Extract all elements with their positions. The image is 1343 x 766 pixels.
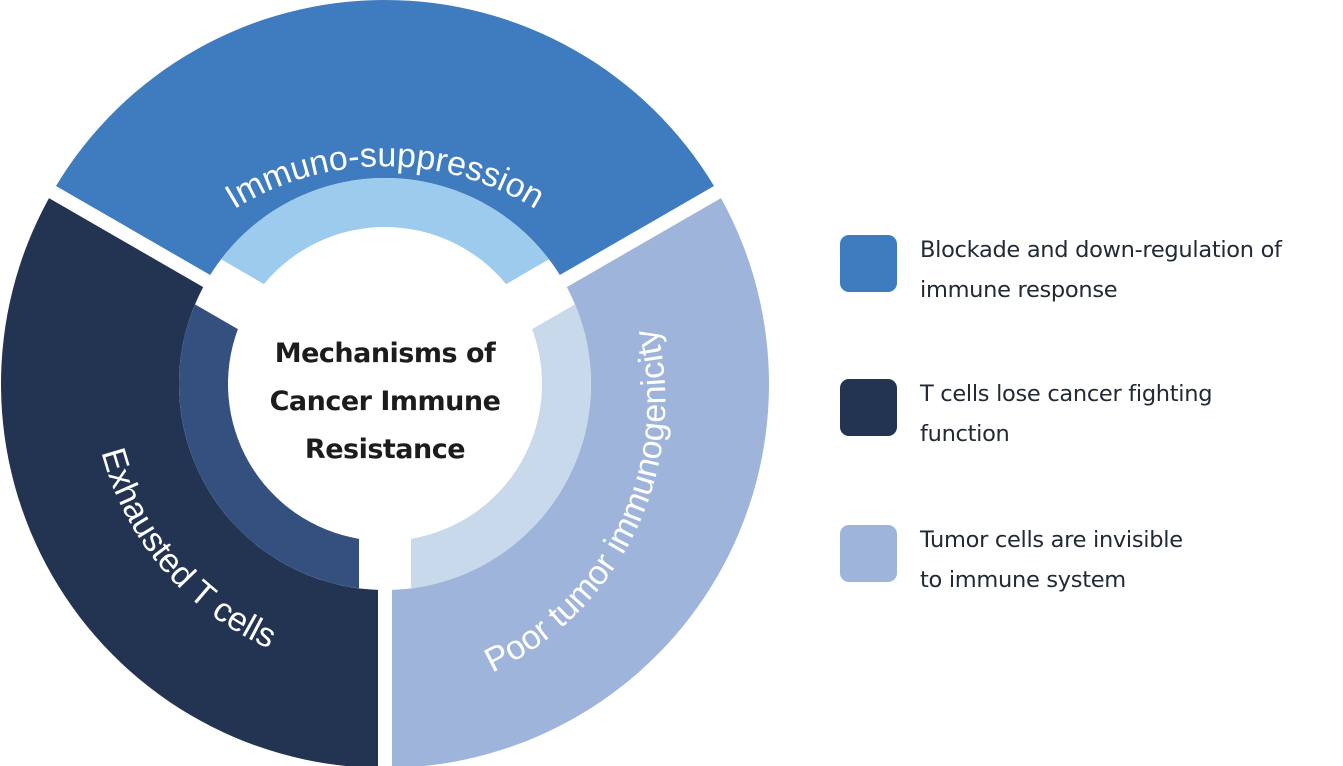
legend-swatch [840,525,897,582]
legend-item-exhausted-t-cells: T cells lose cancer fighting function [840,374,1212,454]
segment-poor-immunogenicity-inner [411,304,591,589]
center-title-line: Resistance [304,434,466,465]
legend-text-line: to immune system [920,567,1126,593]
legend-swatch [840,379,897,436]
segment-exhausted-t-cells-inner [178,304,359,589]
legend-text-line: immune response [920,277,1118,303]
legend-text-line: Tumor cells are invisible [920,527,1183,553]
center-title-line: Mechanisms of [274,338,496,369]
segment-poor-immunogenicity-outer [392,198,769,766]
legend-item-immuno-suppression: Blockade and down-regulation of immune r… [840,230,1282,310]
segment-exhausted-t-cells-outer [1,198,378,766]
mechanisms-donut-diagram: Immuno-suppression Poor tumor immunogeni… [1,0,769,766]
legend-text-line: Blockade and down-regulation of [920,237,1282,263]
legend-swatch [840,235,897,292]
center-title: Mechanisms of Cancer Immune Resistance [228,330,542,474]
legend-item-poor-immunogenicity: Tumor cells are invisible to immune syst… [840,520,1183,600]
legend-text-line: T cells lose cancer fighting [920,381,1213,407]
segment-immuno-suppression-outer [56,0,714,275]
center-title-line: Cancer Immune [269,386,501,417]
segment-immuno-suppression-inner [221,177,549,285]
legend-text-line: function [920,421,1010,447]
